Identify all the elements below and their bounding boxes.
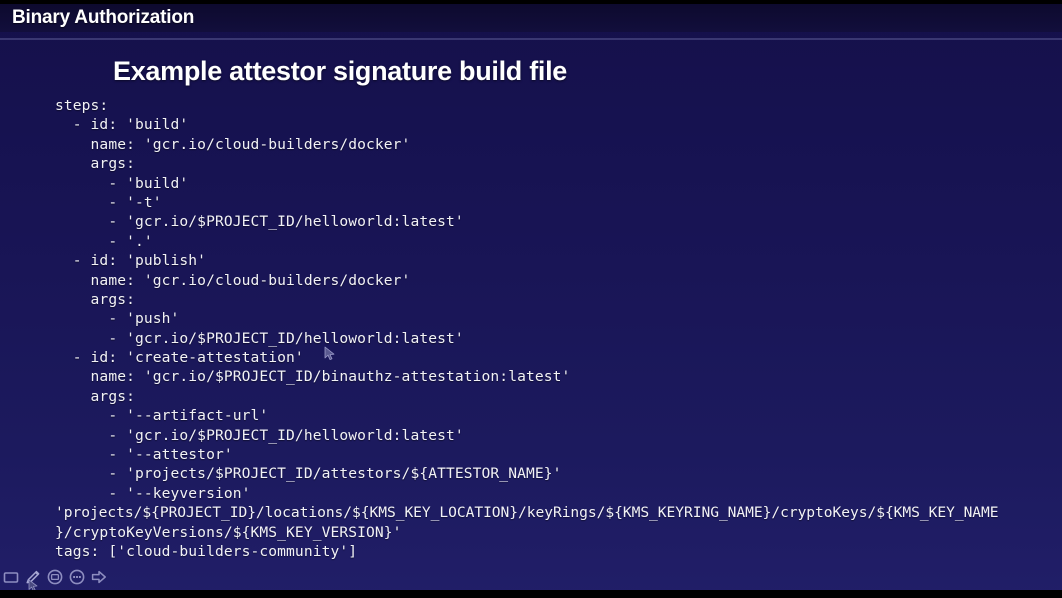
page-title: Binary Authorization [12, 7, 195, 28]
code-line: - id: 'create-attestation' [55, 349, 304, 367]
letterbox-top [0, 0, 1062, 4]
code-line: - '-t' [55, 193, 162, 211]
code-line: - 'build' [55, 174, 189, 192]
code-line: - '.' [55, 232, 153, 250]
code-line: 'projects/${PROJECT_ID}/locations/${KMS_… [55, 504, 999, 522]
slide-title-bar: Binary Authorization [0, 4, 1062, 32]
code-line: - '--keyversion' [55, 484, 251, 502]
code-line: steps: [55, 97, 109, 114]
menu-dots-icon[interactable] [66, 567, 87, 588]
code-line: - 'gcr.io/$PROJECT_ID/helloworld:latest' [55, 329, 464, 347]
code-line: - 'gcr.io/$PROJECT_ID/helloworld:latest' [55, 426, 464, 444]
title-divider [0, 38, 1062, 40]
code-line: args: [55, 290, 135, 308]
code-line: - 'gcr.io/$PROJECT_ID/helloworld:latest' [55, 213, 464, 231]
code-block: steps: - id: 'build' name: 'gcr.io/cloud… [55, 96, 1045, 561]
code-line: - id: 'build' [55, 116, 189, 134]
code-line: }/cryptoKeyVersions/${KMS_KEY_VERSION}' [55, 523, 402, 541]
code-line: args: [55, 155, 135, 173]
code-line: - '--attestor' [55, 446, 233, 464]
slide-heading: Example attestor signature build file [113, 56, 568, 86]
code-line: - 'projects/$PROJECT_ID/attestors/${ATTE… [55, 465, 562, 483]
slide-rect-icon[interactable] [0, 567, 21, 588]
code-line: - '--artifact-url' [55, 407, 269, 425]
code-line: - 'push' [55, 310, 180, 328]
next-arrow-icon[interactable] [88, 567, 109, 588]
letterbox-bottom [0, 590, 1062, 598]
code-line: tags: ['cloud-builders-community'] [55, 542, 358, 560]
code-line: name: 'gcr.io/cloud-builders/docker' [55, 271, 411, 289]
presentation-toolbar[interactable] [0, 566, 109, 588]
code-line: - id: 'publish' [55, 252, 207, 270]
code-line: name: 'gcr.io/cloud-builders/docker' [55, 135, 411, 153]
code-line: args: [55, 387, 135, 405]
zoom-icon[interactable] [44, 567, 65, 588]
pen-icon[interactable] [22, 567, 43, 588]
code-line: name: 'gcr.io/$PROJECT_ID/binauthz-attes… [55, 368, 571, 386]
